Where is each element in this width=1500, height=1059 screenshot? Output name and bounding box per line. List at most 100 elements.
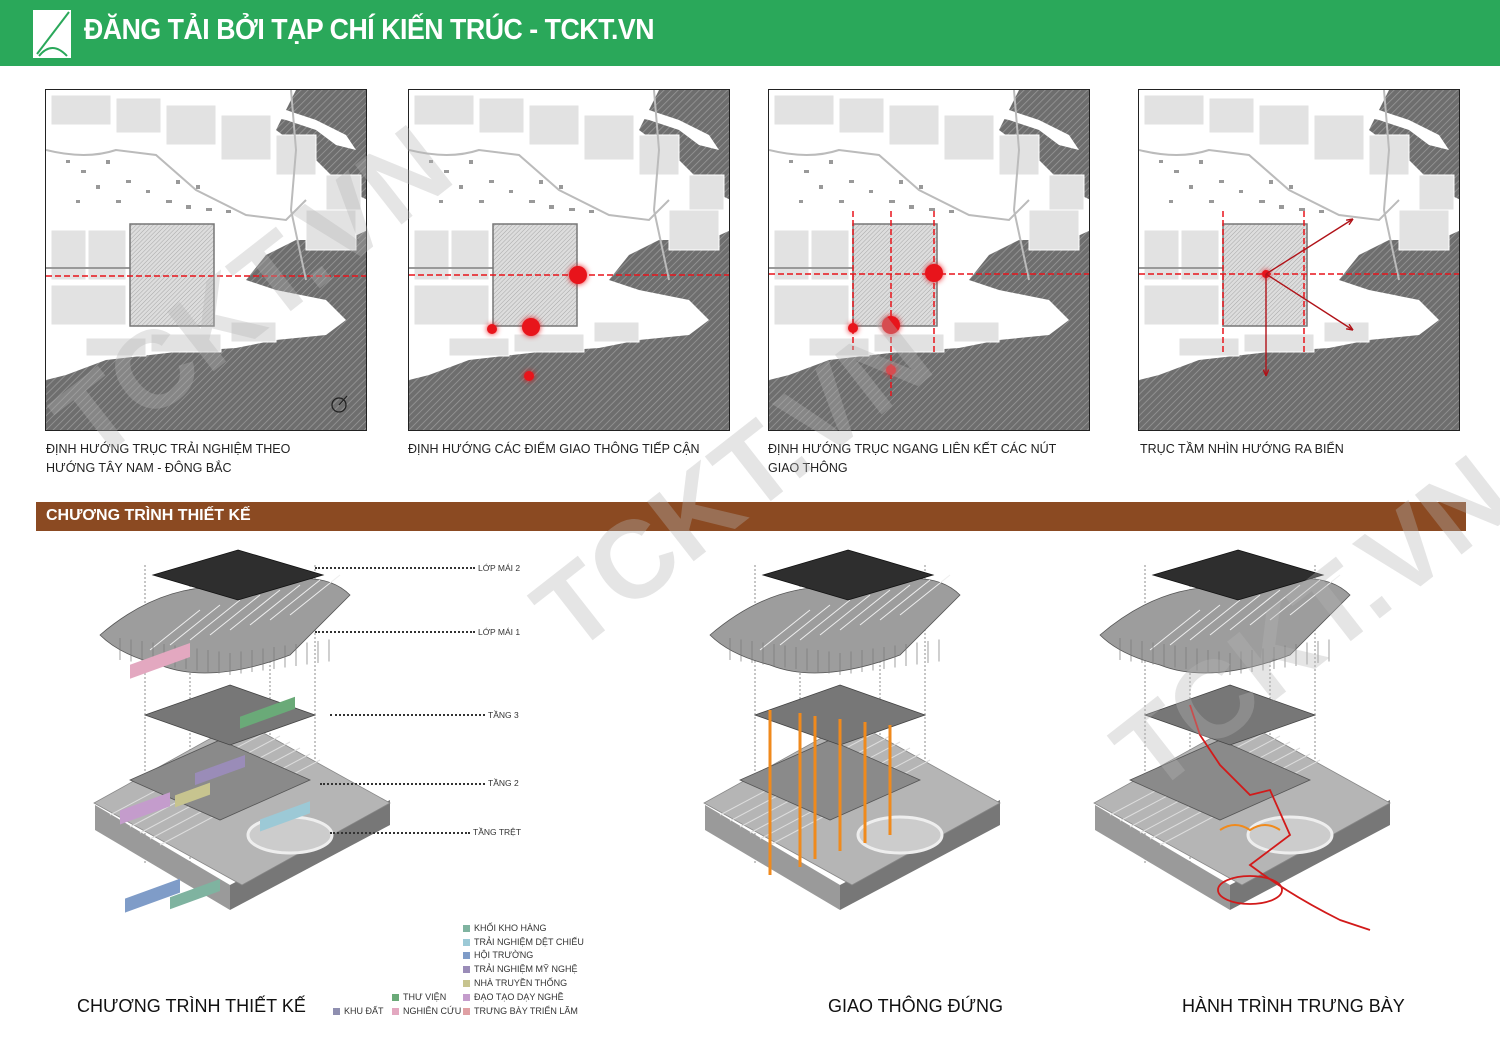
roof-2-plate	[151, 549, 325, 601]
north-compass-icon	[331, 395, 348, 413]
leader-line	[330, 714, 485, 716]
site-map-1	[45, 89, 367, 431]
roof-structure-line	[839, 589, 891, 631]
access-point-marker	[487, 324, 497, 334]
roof-2-plate	[761, 549, 935, 601]
caption-line: ĐỊNH HƯỚNG CÁC ĐIỂM GIAO THÔNG TIẾP CẬN	[408, 442, 700, 456]
roof-structure-line	[189, 599, 241, 641]
caption-line: GIAO THÔNG	[768, 461, 848, 475]
banner-title: ĐĂNG TẢI BỞI TẠP CHÍ KIẾN TRÚC - TCKT.VN	[84, 14, 655, 46]
caption-line: ĐỊNH HƯỚNG TRỤC NGANG LIÊN KẾT CÁC NÚT	[768, 442, 1057, 456]
legend-label: ĐẠO TẠO DẠY NGHỀ	[474, 992, 564, 1002]
view-arrow	[1262, 274, 1270, 377]
diagram-title-exhibition-route: HÀNH TRÌNH TRƯNG BÀY	[1182, 996, 1405, 1016]
roof-structure-line	[1149, 609, 1201, 651]
legend-item: THƯ VIỆN	[392, 992, 446, 1002]
axo-diagram-program	[93, 549, 391, 913]
floor-2-plate	[1129, 739, 1311, 821]
program-block-heritage	[175, 782, 210, 808]
map-caption-4: TRỤC TẦM NHÌN HƯỚNG RA BIỂN	[1140, 440, 1470, 459]
legend-label: KHỐI KHO HÀNG	[474, 923, 547, 933]
access-point-marker	[886, 365, 896, 375]
legend-label: NHÀ TRUYỀN THỐNG	[474, 978, 568, 988]
program-block-weaving	[260, 801, 310, 832]
tckt-logo-icon	[33, 10, 71, 58]
roof-structure-line	[879, 579, 931, 621]
header-banner: ĐĂNG TẢI BỞI TẠP CHÍ KIẾN TRÚC - TCKT.VN	[0, 0, 1500, 66]
access-point-marker	[925, 264, 943, 282]
legend-item: KHỐI KHO HÀNG	[463, 923, 547, 933]
ground-block-side	[95, 805, 230, 910]
roof-structure-line	[209, 594, 261, 636]
legend-swatch	[463, 1008, 470, 1015]
legend-item: TRƯNG BÀY TRIỂN LÃM	[463, 1006, 578, 1016]
legend-item: NHÀ TRUYỀN THỐNG	[463, 978, 567, 988]
legend-label: NGHIÊN CỨU	[403, 1006, 462, 1016]
program-block-research	[130, 642, 190, 679]
view-arrow	[1265, 218, 1354, 275]
roof-structure-line	[1269, 579, 1321, 621]
exhibition-route-loop	[1217, 875, 1283, 905]
legend-label: TRẢI NGHIỆM DỆT CHIẾU	[474, 937, 584, 947]
caption-line: ĐỊNH HƯỚNG TRỤC TRẢI NGHIỆM THEO	[46, 442, 291, 456]
layer-label-ground-floor: TẦNG TRỆT	[473, 827, 522, 837]
layer-label-roof-2: LỚP MÁI 2	[478, 563, 521, 573]
program-block-library	[240, 696, 295, 729]
diagram-title-program: CHƯƠNG TRÌNH THIẾT KẾ	[77, 996, 306, 1016]
legend-swatch	[463, 994, 470, 1001]
roof-structure-line	[269, 579, 321, 621]
leader-line	[330, 832, 470, 834]
site-map-4	[1138, 89, 1460, 431]
site-map-3	[768, 89, 1090, 431]
roof-2-plate	[1151, 549, 1325, 601]
access-point-marker	[522, 318, 540, 336]
leader-line	[320, 783, 485, 785]
ground-block-side	[1095, 805, 1230, 910]
legend-item: KHU ĐẤT	[333, 1006, 384, 1016]
legend-label: TRẢI NGHIỆM MỸ NGHỆ	[474, 964, 578, 974]
roof-structure-line	[169, 604, 221, 646]
floor-3-plate	[1143, 684, 1317, 746]
roof-structure-line	[1209, 594, 1261, 636]
program-block-warehouse	[170, 879, 220, 910]
legend-swatch	[463, 952, 470, 959]
roof-structure-line	[229, 589, 281, 631]
legend-swatch	[392, 994, 399, 1001]
legend-swatch	[392, 1008, 399, 1015]
roof-structure-line	[779, 604, 831, 646]
legend-swatch	[463, 980, 470, 987]
program-block-hall	[125, 878, 180, 913]
access-point-marker	[882, 316, 900, 334]
roof-structure-line	[819, 594, 871, 636]
layer-label-floor-3: TẦNG 3	[488, 710, 519, 720]
legend-item: HỘI TRƯỜNG	[463, 950, 533, 960]
access-point-marker	[569, 266, 587, 284]
caption-line: TRỤC TẦM NHÌN HƯỚNG RA BIỂN	[1140, 442, 1344, 456]
floor-3-plate	[143, 684, 317, 746]
roof-structure-line	[1189, 599, 1241, 641]
ground-block-side	[705, 805, 840, 910]
leader-line	[315, 567, 475, 569]
axo-diagram-exhibition-route	[1093, 549, 1391, 931]
view-arrow	[1265, 273, 1354, 331]
roof-structure-line	[1249, 584, 1301, 626]
legend-item: TRẢI NGHIỆM MỸ NGHỆ	[463, 964, 578, 974]
ground-block-side	[840, 800, 1000, 910]
section-header: CHƯƠNG TRÌNH THIẾT KẾ	[36, 502, 1466, 531]
legend-swatch	[333, 1008, 340, 1015]
legend-label: KHU ĐẤT	[344, 1006, 384, 1016]
site-map-2	[408, 89, 730, 431]
map-caption-2: ĐỊNH HƯỚNG CÁC ĐIỂM GIAO THÔNG TIẾP CẬN	[408, 440, 738, 459]
legend-item: TRẢI NGHIỆM DỆT CHIẾU	[463, 937, 584, 947]
program-block-training	[120, 792, 170, 825]
legend-item: NGHIÊN CỨU	[392, 1006, 461, 1016]
map-caption-3: ĐỊNH HƯỚNG TRỤC NGANG LIÊN KẾT CÁC NÚT GI…	[768, 440, 1098, 478]
roof-structure-line	[899, 574, 951, 616]
roof-structure-line	[149, 609, 201, 651]
caption-line: HƯỚNG TÂY NAM - ĐÔNG BẮC	[46, 461, 232, 475]
roof-structure-line	[1229, 589, 1281, 631]
program-block-craft	[195, 754, 245, 786]
ground-block-side	[1230, 800, 1390, 910]
legend-swatch	[463, 966, 470, 973]
leader-line	[315, 631, 475, 633]
